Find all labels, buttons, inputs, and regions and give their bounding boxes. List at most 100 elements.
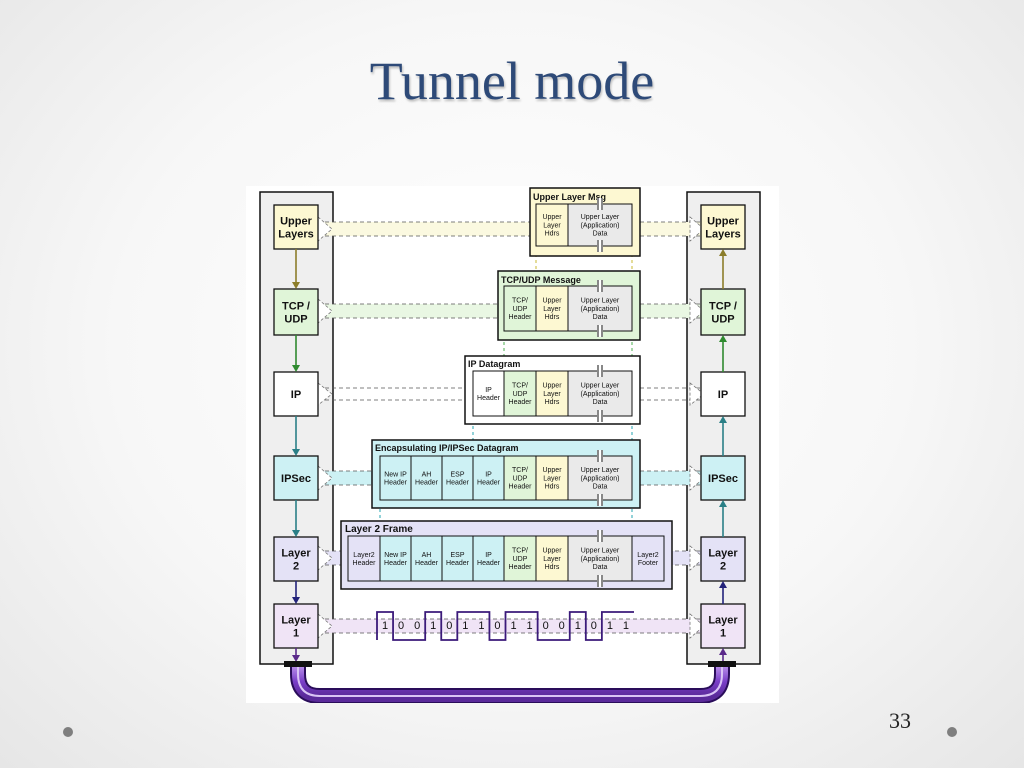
field-ip-hdr: [472, 535, 505, 582]
field-label-l2-hdr: Layer2: [353, 552, 375, 559]
truncation-gap: [597, 410, 603, 422]
field-label-upper-hdrs: Upper: [542, 548, 562, 555]
slide-title: Tunnel mode: [369, 51, 655, 111]
field-label-upper-hdrs: Upper: [542, 383, 562, 390]
right-stack-box-l1: [700, 603, 746, 649]
field-label-upper-data: (Application): [581, 391, 620, 398]
up-arrowhead: [719, 648, 727, 655]
bullet-dot-left: [63, 727, 73, 737]
bit-label: 0: [414, 620, 420, 632]
truncation-gap: [597, 494, 603, 506]
field-label-tcp-hdr: UDP: [513, 556, 528, 563]
left-stack-box-l2: [273, 536, 319, 582]
field-upper-data: [567, 203, 633, 247]
field-label-upper-hdrs: Hdrs: [545, 564, 560, 571]
frame-title-upper-layer-msg: Upper Layer Msg: [533, 192, 606, 202]
field-upper-hdrs: [535, 535, 569, 582]
left-stack-box-tcp: [273, 288, 319, 336]
truncation-gap: [597, 365, 603, 377]
frame-title-ip-datagram: IP Datagram: [468, 359, 520, 369]
field-label-new-ip-hdr: New IP: [384, 471, 407, 478]
field-label-tcp-hdr: TCP/: [512, 548, 528, 555]
stack-label-upper: Layers: [705, 228, 740, 240]
bit-label: 1: [462, 620, 468, 632]
field-label-ip-hdr: IP: [485, 552, 492, 559]
stack-label-upper: Layers: [278, 228, 313, 240]
stack-label-l2: 2: [293, 560, 299, 572]
field-label-ip-hdr: IP: [485, 387, 492, 394]
field-label-upper-data: (Application): [581, 222, 620, 229]
field-label-tcp-hdr: UDP: [513, 391, 528, 398]
field-label-tcp-hdr: Header: [509, 399, 533, 406]
bit-label: 1: [382, 620, 388, 632]
left-stack-box-ip: [273, 371, 319, 417]
field-label-upper-hdrs: Upper: [542, 467, 562, 474]
down-arrowhead: [292, 282, 300, 289]
up-arrowhead: [719, 249, 727, 256]
field-label-ah-hdr: AH: [422, 471, 432, 478]
field-label-tcp-hdr: TCP/: [512, 383, 528, 390]
field-label-tcp-hdr: UDP: [513, 306, 528, 313]
truncation-gap: [597, 575, 603, 587]
bit-label: 1: [623, 620, 629, 632]
field-label-upper-data: (Application): [581, 306, 620, 313]
stack-label-l1: Layer: [281, 614, 311, 626]
field-label-l2-hdr: Header: [353, 560, 377, 567]
frame-title-ipsec-datagram: Encapsulating IP/IPSec Datagram: [375, 443, 519, 453]
stack-label-tcp: UDP: [284, 313, 307, 325]
page-number: 33: [889, 708, 911, 733]
truncation-gap: [597, 450, 603, 462]
bit-label: 0: [446, 620, 452, 632]
right-stack-box-upper: [700, 204, 746, 250]
field-label-ip-hdr: Header: [477, 395, 501, 402]
truncation-gap: [597, 325, 603, 337]
stack-label-l1: Layer: [708, 614, 738, 626]
field-label-esp-hdr: ESP: [450, 471, 464, 478]
right-stack-box-tcp: [700, 288, 746, 336]
stack-label-tcp: UDP: [711, 313, 734, 325]
bit-label: 1: [607, 620, 613, 632]
up-arrowhead: [719, 335, 727, 342]
stack-label-ip: IP: [291, 389, 301, 401]
left-stack-box-l1: [273, 603, 319, 649]
field-label-tcp-hdr: Header: [509, 484, 533, 491]
field-label-tcp-hdr: Header: [509, 314, 533, 321]
field-label-upper-hdrs: Hdrs: [545, 484, 560, 491]
field-label-l2-footer: Layer2: [637, 552, 659, 559]
field-label-upper-hdrs: Hdrs: [545, 231, 560, 238]
field-label-upper-data: Data: [593, 399, 608, 406]
field-upper-data: [567, 370, 633, 417]
field-esp-hdr: [441, 535, 474, 582]
field-label-upper-data: Data: [593, 484, 608, 491]
frame-title-layer2: Layer 2 Frame: [345, 524, 413, 535]
field-new-ip-hdr: [379, 535, 412, 582]
bit-label: 1: [575, 620, 581, 632]
field-label-esp-hdr: ESP: [450, 552, 464, 559]
stack-label-upper: Upper: [707, 215, 740, 227]
down-arrowhead: [292, 530, 300, 537]
physical-link: [284, 661, 736, 703]
field-label-l2-footer: Footer: [638, 560, 659, 567]
field-label-ah-hdr: Header: [415, 480, 439, 487]
frame-title-tcp-udp-message: TCP/UDP Message: [501, 275, 581, 285]
down-arrowhead: [292, 449, 300, 456]
bit-label: 0: [591, 620, 597, 632]
stack-label-ipsec: IPSec: [281, 473, 311, 485]
field-label-new-ip-hdr: Header: [384, 480, 408, 487]
truncation-gap: [597, 240, 603, 252]
bit-label: 1: [430, 620, 436, 632]
up-arrowhead: [719, 581, 727, 588]
bit-label: 0: [494, 620, 500, 632]
right-stack-box-l2: [700, 536, 746, 582]
field-label-upper-data: Data: [593, 314, 608, 321]
field-label-upper-hdrs: Layer: [543, 306, 561, 313]
bit-label: 0: [398, 620, 404, 632]
field-tcp-hdr: [503, 535, 537, 582]
stack-label-l2: Layer: [281, 547, 311, 559]
field-label-new-ip-hdr: Header: [384, 560, 408, 567]
field-upper-hdrs: [535, 370, 569, 417]
field-label-ah-hdr: Header: [415, 560, 439, 567]
